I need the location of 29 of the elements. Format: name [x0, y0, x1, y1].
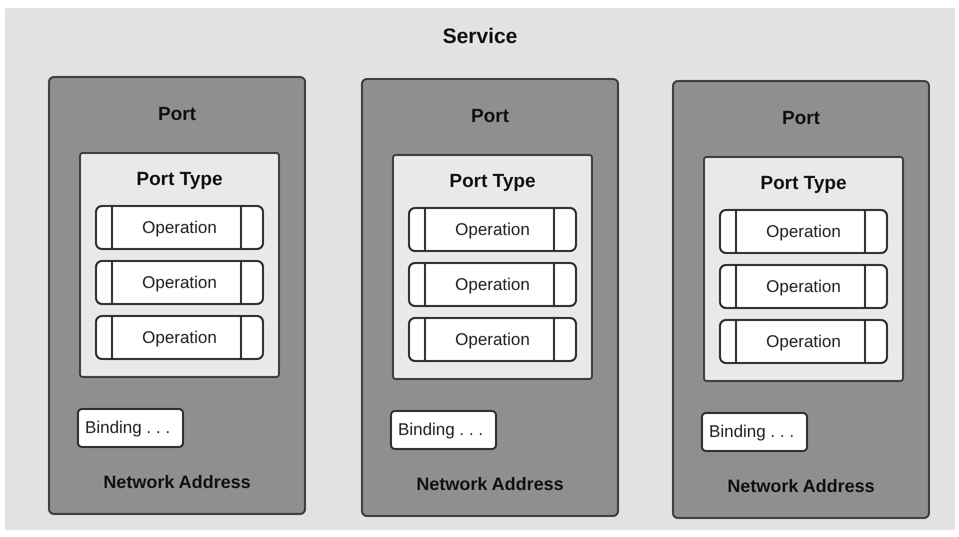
service-title: Service	[442, 25, 518, 49]
operation-box: Operation	[95, 315, 264, 360]
service-panel	[5, 8, 955, 530]
operation-box: Operation	[408, 317, 577, 362]
port-box	[672, 80, 930, 519]
operation-box: Operation	[719, 264, 888, 309]
port-title: Port	[470, 106, 510, 128]
port-title: Port	[157, 104, 197, 126]
port-box	[361, 78, 619, 517]
port-box	[48, 76, 306, 515]
network-address-label: Network Address	[726, 476, 876, 497]
port-type-box	[392, 154, 593, 380]
operation-box: Operation	[95, 260, 264, 305]
operation-box: Operation	[719, 319, 888, 364]
operation-box: Operation	[408, 207, 577, 252]
port-type-title: Port Type	[448, 171, 537, 193]
binding-box: Binding . . .	[701, 412, 808, 452]
operation-box: Operation	[95, 205, 264, 250]
operation-box: Operation	[408, 262, 577, 307]
port-type-box	[79, 152, 280, 378]
binding-box: Binding . . .	[390, 410, 497, 450]
port-type-box	[703, 156, 904, 382]
binding-box: Binding . . .	[77, 408, 184, 448]
port-title: Port	[781, 108, 821, 130]
port-type-title: Port Type	[135, 169, 224, 191]
port-type-title: Port Type	[759, 173, 848, 195]
network-address-label: Network Address	[415, 474, 565, 495]
operation-box: Operation	[719, 209, 888, 254]
network-address-label: Network Address	[102, 472, 252, 493]
